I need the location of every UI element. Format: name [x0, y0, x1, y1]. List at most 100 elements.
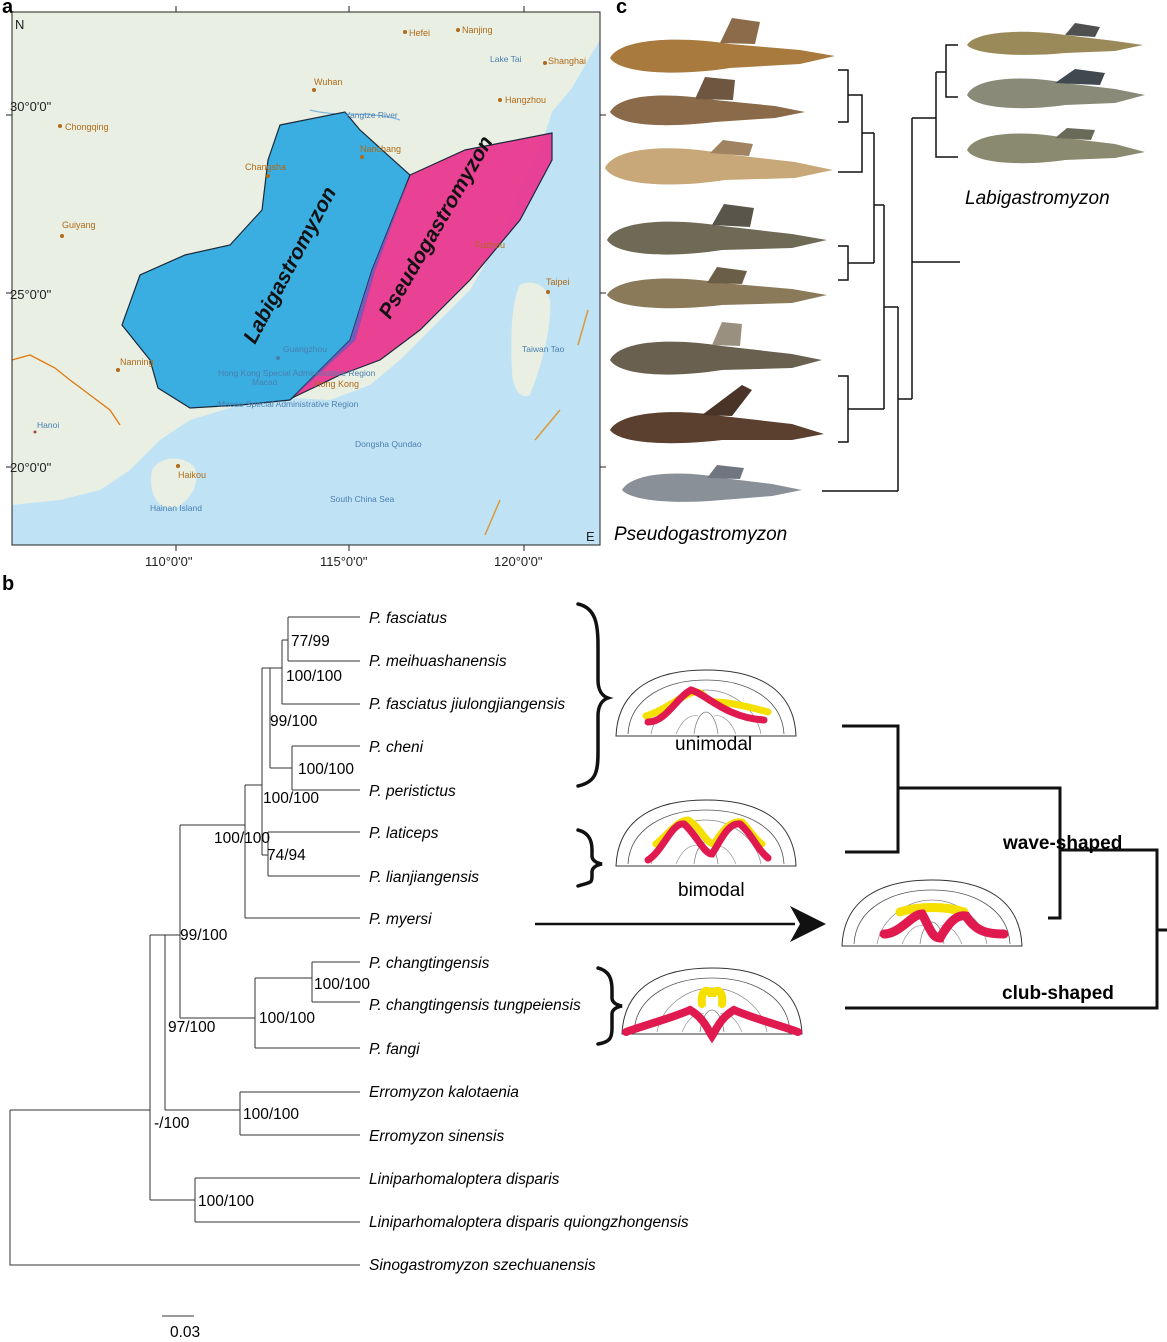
labigastromyzon-clade-label: Labigastromyzon	[965, 188, 1110, 209]
feature-dongsha: Dongsha Qundao	[355, 439, 422, 449]
unimodal-label: unimodal	[675, 734, 752, 755]
fish-photo-10	[967, 69, 1145, 109]
city-fuzhou: Fuzhou	[475, 240, 505, 250]
taxon-label: P. cheni	[369, 739, 424, 756]
hainan-island	[151, 458, 197, 509]
fish-photo-9	[967, 23, 1143, 55]
city-hong-kong: Hong Kong	[314, 379, 359, 389]
city-hefei: Hefei	[409, 28, 430, 38]
fish-images-labigastromyzon	[967, 23, 1145, 164]
support-value: -/100	[154, 1115, 190, 1132]
city-hanoi: Hanoi	[37, 420, 59, 430]
club-shaped-label: club-shaped	[1002, 983, 1114, 1004]
taxon-label: P. fangi	[369, 1041, 420, 1058]
dash-line-2	[534, 409, 561, 441]
labigastromyzon-region	[121, 111, 411, 409]
panel-label-b: b	[2, 573, 14, 595]
fish-photo-11	[967, 128, 1145, 164]
support-value: 100/100	[286, 668, 342, 685]
support-value: 74/94	[267, 847, 306, 864]
map-frame	[11, 11, 601, 546]
support-value: 100/100	[214, 830, 270, 847]
disc-ancestral	[841, 879, 1023, 947]
scale-label: 0.03	[170, 1324, 200, 1341]
map-panel: Labigastromyzon Pseudogastromyzon Hefei …	[6, 6, 606, 569]
fish-cladogram-lines	[822, 44, 960, 492]
support-value: 100/100	[259, 1010, 315, 1027]
city-lake-tai: Lake Tai	[490, 54, 522, 64]
feature-taiwan-tao: Taiwan Tao	[522, 344, 565, 354]
evolution-arrow	[535, 906, 826, 942]
support-value: 99/100	[180, 927, 228, 944]
city-chongqing: Chongqing	[65, 122, 109, 132]
lon-label-120: 120°0'0"	[494, 554, 543, 569]
taxon-label: Liniparhomaloptera disparis	[369, 1171, 560, 1188]
support-value: 100/100	[243, 1106, 299, 1123]
map-ticks	[6, 6, 606, 551]
taxon-label: P. changtingensis	[369, 955, 490, 972]
fish-photo-1	[610, 18, 835, 73]
phylogeny-branches	[9, 616, 360, 1266]
fish-photo-5	[607, 267, 827, 309]
taxon-label: Erromyzon kalotaenia	[369, 1084, 519, 1101]
support-value: 100/100	[198, 1193, 254, 1210]
taxon-label: Sinogastromyzon szechuanensis	[369, 1257, 596, 1274]
city-guangzhou: Guangzhou	[283, 344, 327, 354]
fish-images-pseudogastromyzon	[605, 18, 835, 502]
taxon-label: P. changtingensis tungpeiensis	[369, 997, 581, 1014]
lat-label-20: 20°0'0"	[10, 460, 52, 475]
lat-label-30: 30°0'0"	[10, 99, 52, 114]
feature-macao-sar: Macao Special Administrative Region	[218, 399, 359, 409]
taxon-label: P. laticeps	[369, 825, 439, 842]
support-values: 77/99 100/100 99/100 100/100 100/100 100…	[154, 633, 370, 1210]
taxon-label: Liniparhomaloptera disparis quiongzhonge…	[369, 1214, 689, 1231]
scale-bar: 0.03	[162, 1315, 200, 1341]
fish-photo-4	[607, 204, 827, 255]
taxon-label: P. myersi	[369, 911, 432, 928]
city-nanchang: Nanchang	[360, 144, 401, 154]
braces	[576, 602, 623, 1046]
support-value: 97/100	[168, 1019, 216, 1036]
city-nanjing: Nanjing	[462, 25, 493, 35]
east-label: E	[586, 529, 595, 544]
city-haikou: Haikou	[178, 470, 206, 480]
taxon-label: P. lianjiangensis	[369, 869, 479, 886]
fish-photo-3	[605, 140, 833, 185]
support-value: 100/100	[263, 790, 319, 807]
feature-hainan: Hainan Island	[150, 503, 202, 513]
north-label: N	[15, 17, 24, 32]
support-value: 77/99	[291, 633, 330, 650]
taxon-label: P. meihuashanensis	[369, 653, 507, 670]
city-macao: Macao	[252, 377, 278, 387]
taxon-label: Erromyzon sinensis	[369, 1128, 504, 1145]
wave-shaped-label: wave-shaped	[1002, 833, 1122, 854]
fish-photo-8	[622, 465, 802, 502]
city-hangzhou: Hangzhou	[505, 95, 546, 105]
city-labels: Hefei Nanjing Shanghai Lake Tai Wuhan Ha…	[33, 25, 586, 513]
city-shanghai: Shanghai	[548, 56, 586, 66]
lat-label-25: 25°0'0"	[10, 287, 52, 302]
support-value: 100/100	[314, 976, 370, 993]
disc-unimodal	[615, 669, 797, 737]
city-nanning: Nanning	[120, 357, 154, 367]
taxon-label: P. fasciatus	[369, 610, 447, 627]
disc-club	[621, 967, 803, 1044]
feature-hk-sar: Hong Kong Special Administrative Region	[218, 368, 376, 378]
city-changsha: Changsha	[245, 162, 286, 172]
feature-scs: South China Sea	[330, 494, 395, 504]
city-guiyang: Guiyang	[62, 220, 96, 230]
bimodal-label: bimodal	[678, 880, 745, 901]
taxon-labels: P. fasciatus P. meihuashanensis P. fasci…	[369, 610, 689, 1274]
panel-label-c: c	[616, 0, 627, 18]
fish-photo-6	[610, 322, 822, 375]
disc-tree-lines	[842, 724, 1167, 1010]
border-line	[11, 354, 121, 426]
fish-photo-2	[610, 77, 805, 126]
support-value: 99/100	[270, 713, 318, 730]
disc-bimodal	[615, 799, 797, 867]
river-line	[309, 109, 401, 121]
taxon-label: P. peristictus	[369, 783, 456, 800]
lon-label-110: 110°0'0"	[145, 554, 193, 569]
fish-photo-7	[610, 385, 824, 444]
